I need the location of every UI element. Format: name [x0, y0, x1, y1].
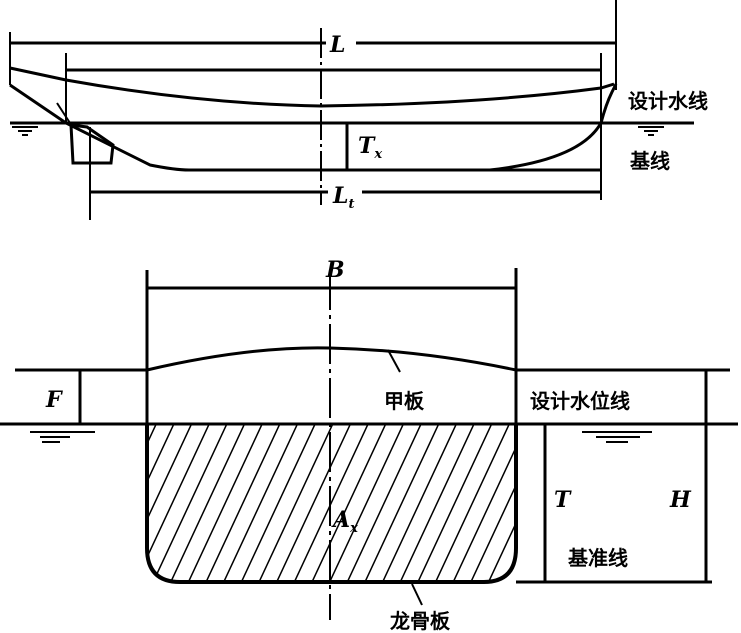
- waterline-symbol-icon: [638, 126, 664, 136]
- waterline-symbol-icon: [582, 431, 652, 443]
- rudder-icon: [69, 123, 115, 165]
- stern-and-keel-profile: [9, 83, 490, 172]
- area-label: Ax: [331, 507, 358, 536]
- datum-line-label: 基准线: [568, 546, 628, 570]
- waterline-symbol-icon: [12, 126, 38, 136]
- keel-leader-line: [411, 583, 423, 606]
- section-view: B F T H Ax 甲板 设计水位线 基准线 龙骨板: [0, 257, 738, 633]
- deck-line: [146, 346, 517, 372]
- baseline-label: 基线: [630, 149, 670, 173]
- design-waterline-label: 设计水线: [628, 89, 708, 113]
- deck-label: 甲板: [384, 389, 425, 413]
- draft-x-label: Tx: [358, 133, 382, 162]
- hull-bottom-outline: [145, 424, 518, 584]
- deck-leader-line: [387, 349, 401, 373]
- draft-label: T: [554, 487, 572, 513]
- profile-view: L Tx Lt 设计水线 基线: [9, 0, 708, 220]
- lt-label: Lt: [332, 183, 354, 212]
- waterline-symbol-icon: [30, 431, 95, 443]
- beam-label: B: [325, 257, 345, 283]
- keel-plate-label: 龙骨板: [390, 609, 451, 633]
- immersed-area-hatch: [147, 424, 516, 582]
- freeboard-label: F: [45, 387, 63, 413]
- length-label: L: [329, 32, 345, 58]
- bow-profile: [489, 83, 618, 172]
- depth-label: H: [669, 487, 692, 513]
- sheer-line: [9, 66, 615, 108]
- stern-post: [56, 102, 71, 124]
- design-water-level-label: 设计水位线: [530, 389, 630, 413]
